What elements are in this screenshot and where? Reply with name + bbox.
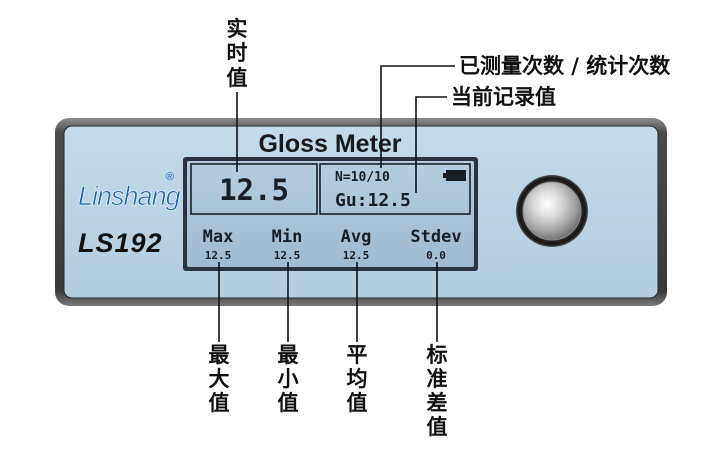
battery-icon [446,170,466,181]
record-box [319,163,471,215]
callout-stdev: 标 准 差 值 [427,342,448,439]
callout-min: 最 小 值 [278,342,300,415]
stat-value-stdev: 0.0 [426,249,446,262]
callout-line-count [380,65,455,168]
callout-realtime-c0: 实 [227,16,248,41]
callout-realtime-c1: 时 [227,40,248,65]
callout-avg-c1: 均 [347,366,368,391]
stat-label-stdev: Stdev [410,227,461,247]
callout-avg: 平 均 值 [347,342,368,415]
callout-count: 已测量次数 / 统计次数 [459,53,671,78]
device-title: Gloss Meter [258,130,401,158]
callout-min-c1: 小 [278,366,299,391]
realtime-box [190,163,318,215]
callout-stdev-c3: 值 [427,414,448,439]
callout-max: 最 大 值 [209,342,231,415]
callout-stdev-c0: 标 [427,342,448,367]
callout-record: 当前记录值 [451,84,556,109]
stat-label-max: Max [203,227,234,247]
callout-line-record [415,96,447,193]
brand-logo: Linshang ® [78,171,182,211]
stat-value-max: 12.5 [205,249,232,262]
callout-lines [218,65,455,342]
stat-label-avg: Avg [341,227,372,247]
measure-button[interactable] [516,175,588,247]
current-record: Gu:12.5 [335,190,411,211]
callout-stdev-c1: 准 [427,366,448,391]
callout-max-c0: 最 [209,342,231,367]
stats-row: Max 12.5 Min 12.5 Avg 12.5 Stdev 0.0 [203,227,462,262]
registered-mark-icon: ® [166,171,174,183]
callout-stdev-c2: 差 [427,390,448,415]
realtime-value: 12.5 [219,173,289,207]
model-name: LS192 [78,228,163,258]
count-text: N=10/10 [335,170,390,185]
callout-min-c2: 值 [278,390,299,415]
callout-avg-c0: 平 [347,342,368,367]
callout-avg-c2: 值 [347,390,368,415]
callout-realtime: 实 时 值 [227,16,248,90]
battery-tip [443,173,446,178]
stat-value-min: 12.5 [274,249,301,262]
lcd-screen: 12.5 N=10/10 Gu:12.5 Max 12.5 Min 12.5 A… [183,157,478,271]
stat-value-avg: 12.5 [343,249,370,262]
callout-min-c0: 最 [278,342,300,367]
knob-highlight [522,181,582,241]
callout-max-c1: 大 [209,366,230,391]
callout-realtime-c2: 值 [227,65,248,90]
brand-name: Linshang [78,181,181,211]
stat-label-min: Min [272,227,303,247]
callout-max-c2: 值 [209,390,230,415]
knob-face[interactable] [523,182,581,240]
